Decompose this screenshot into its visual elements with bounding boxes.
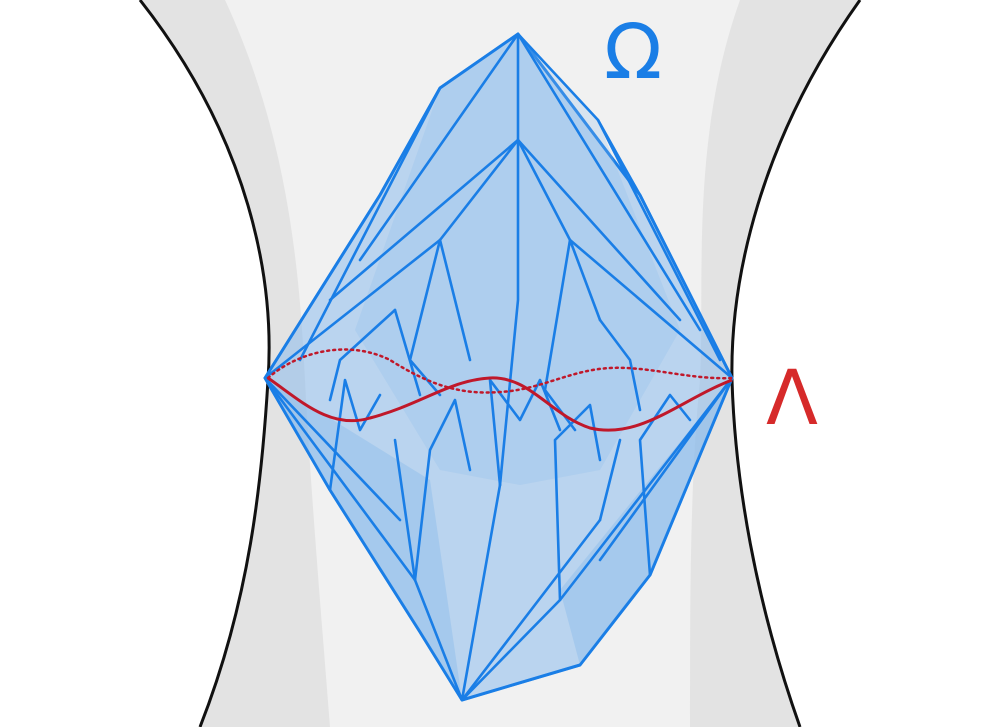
right-shade-band xyxy=(690,0,860,727)
lambda-curve-solid xyxy=(267,376,733,432)
lambda-label: Λ xyxy=(766,353,818,442)
omega-label: Ω xyxy=(604,7,663,96)
left-shade-band xyxy=(140,0,330,727)
polytope-edges xyxy=(263,32,734,702)
lambda-curve-dotted xyxy=(266,348,734,394)
